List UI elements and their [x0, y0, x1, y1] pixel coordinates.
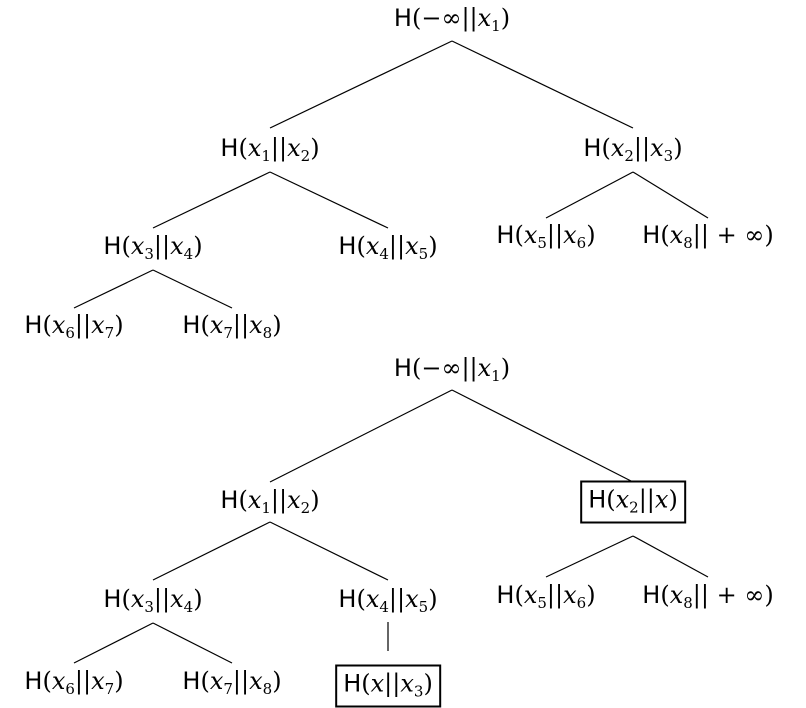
tree-edge	[73, 269, 154, 309]
tree-node: H(x3||x4)	[103, 232, 203, 263]
tree-edge	[632, 171, 709, 219]
tree-node: H(x3||x4)	[103, 585, 203, 616]
tree-edge	[632, 535, 709, 578]
tree-edge	[269, 40, 453, 129]
tree-edge	[73, 622, 154, 664]
tree-edge	[152, 171, 271, 229]
tree-node: H(x5||x6)	[496, 581, 596, 612]
tree-edge	[269, 171, 389, 229]
tree-edge	[451, 40, 634, 129]
tree-edge	[152, 269, 233, 309]
tree-node: H(x2||x3)	[583, 134, 683, 165]
tree-node: H(−∞||x1)	[393, 4, 511, 35]
tree-edge	[269, 521, 389, 581]
tree-node: H(x5||x6)	[496, 221, 596, 252]
tree-node: H(x7||x8)	[182, 311, 282, 342]
tree-edge	[269, 389, 453, 483]
tree-node-highlighted: H(x||x3)	[335, 664, 441, 708]
tree-node-highlighted: H(x2||x)	[580, 480, 686, 524]
tree-node: H(x8|| + ∞)	[642, 221, 774, 252]
tree-edge	[545, 171, 634, 219]
tree-edge	[152, 622, 233, 664]
tree-node: H(−∞||x1)	[393, 354, 511, 385]
tree-node: H(x6||x7)	[24, 311, 124, 342]
tree-node: H(x4||x5)	[338, 232, 438, 263]
tree-edge	[451, 389, 634, 483]
tree-edge	[152, 521, 271, 581]
tree-node: H(x1||x2)	[220, 486, 320, 517]
tree-node: H(x6||x7)	[24, 667, 124, 698]
tree-node: H(x1||x2)	[220, 134, 320, 165]
tree-edge	[545, 535, 634, 578]
tree-node: H(x7||x8)	[182, 667, 282, 698]
tree-node: H(x4||x5)	[338, 585, 438, 616]
tree-node: H(x8|| + ∞)	[642, 581, 774, 612]
